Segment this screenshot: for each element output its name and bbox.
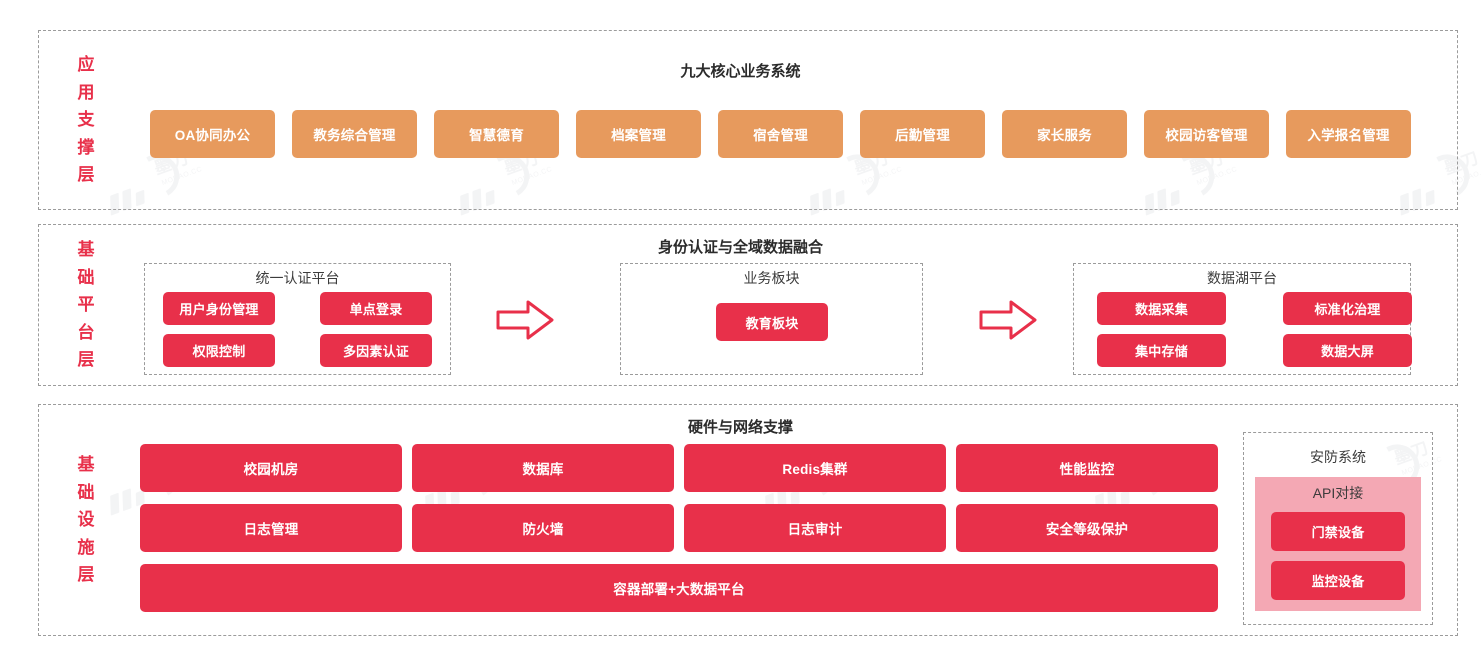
auth-box-mfa[interactable]: 多因素认证: [320, 334, 432, 367]
panel-unified-auth-platform: [144, 263, 451, 375]
system-box-moral-education[interactable]: 智慧德育: [434, 110, 559, 158]
layer-title-application-support: 九大核心业务系统: [680, 63, 801, 80]
system-box-enrollment[interactable]: 入学报名管理: [1286, 110, 1411, 158]
panel-title-security-system: 安防系统: [1310, 449, 1366, 465]
layer-label-char: 础: [77, 267, 95, 287]
layer-label-char: 支: [77, 110, 95, 130]
system-box-archives[interactable]: 档案管理: [576, 110, 701, 158]
layer-title-base-platform: 身份认证与全域数据融合: [657, 239, 823, 256]
layer-label-char: 基: [77, 455, 95, 475]
layer-label-char: 施: [77, 537, 95, 557]
infra-box-campus-server-room[interactable]: 校园机房: [140, 444, 402, 492]
panel-title-business-sector: 业务板块: [743, 270, 800, 286]
layer-label-char: 撑: [77, 137, 95, 157]
infra-box-security-level-protection[interactable]: 安全等级保护: [956, 504, 1218, 552]
layer-label-char: 层: [77, 350, 95, 370]
layer-label-base-platform: 基 础 平 台 层: [68, 224, 104, 386]
layer-label-char: 础: [77, 482, 95, 502]
panel-business-sector: [620, 263, 923, 375]
layer-label-char: 应: [77, 55, 95, 75]
datalake-box-collection[interactable]: 数据采集: [1097, 292, 1226, 325]
infra-box-log-management[interactable]: 日志管理: [140, 504, 402, 552]
arrow-business-to-datalake: [978, 298, 1038, 342]
layer-label-application-support: 应 用 支 撑 层: [68, 30, 104, 210]
panel-title-data-lake-platform: 数据湖平台: [1207, 270, 1277, 286]
layer-base-platform: [38, 224, 1458, 386]
infra-box-firewall[interactable]: 防火墙: [412, 504, 674, 552]
api-integration-title: API对接: [1312, 485, 1364, 501]
datalake-box-standard-governance[interactable]: 标准化治理: [1283, 292, 1412, 325]
layer-infrastructure: [38, 404, 1458, 636]
layer-title-infrastructure: 硬件与网络支撑: [687, 419, 793, 436]
system-box-visitor[interactable]: 校园访客管理: [1144, 110, 1269, 158]
layer-label-char: 层: [77, 165, 95, 185]
layer-label-infrastructure: 基 础 设 施 层: [68, 430, 104, 610]
auth-box-user-identity[interactable]: 用户身份管理: [163, 292, 275, 325]
infra-box-log-audit[interactable]: 日志审计: [684, 504, 946, 552]
infra-box-container-bigdata[interactable]: 容器部署+大数据平台: [140, 564, 1218, 612]
system-box-academic[interactable]: 教务综合管理: [292, 110, 417, 158]
layer-label-char: 平: [77, 295, 95, 315]
system-box-dormitory[interactable]: 宿舍管理: [718, 110, 843, 158]
datalake-box-central-storage[interactable]: 集中存储: [1097, 334, 1226, 367]
arrow-auth-to-business: [495, 298, 555, 342]
layer-label-char: 基: [77, 240, 95, 260]
infra-box-performance-monitoring[interactable]: 性能监控: [956, 444, 1218, 492]
infra-box-database[interactable]: 数据库: [412, 444, 674, 492]
layer-application-support: [38, 30, 1458, 210]
layer-label-char: 用: [77, 82, 95, 102]
security-box-surveillance-device[interactable]: 监控设备: [1271, 561, 1405, 600]
panel-title-unified-auth-platform: 统一认证平台: [255, 270, 340, 286]
layer-label-char: 台: [77, 322, 95, 342]
security-box-access-control-device[interactable]: 门禁设备: [1271, 512, 1405, 551]
panel-security-system: [1243, 432, 1433, 625]
auth-box-permission-control[interactable]: 权限控制: [163, 334, 275, 367]
datalake-box-data-screen[interactable]: 数据大屏: [1283, 334, 1412, 367]
layer-label-char: 层: [77, 565, 95, 585]
system-box-logistics[interactable]: 后勤管理: [860, 110, 985, 158]
layer-label-char: 设: [77, 510, 95, 530]
business-box-education[interactable]: 教育板块: [716, 303, 828, 341]
auth-box-sso[interactable]: 单点登录: [320, 292, 432, 325]
system-box-parent-service[interactable]: 家长服务: [1002, 110, 1127, 158]
infra-box-redis-cluster[interactable]: Redis集群: [684, 444, 946, 492]
system-box-oa[interactable]: OA协同办公: [150, 110, 275, 158]
